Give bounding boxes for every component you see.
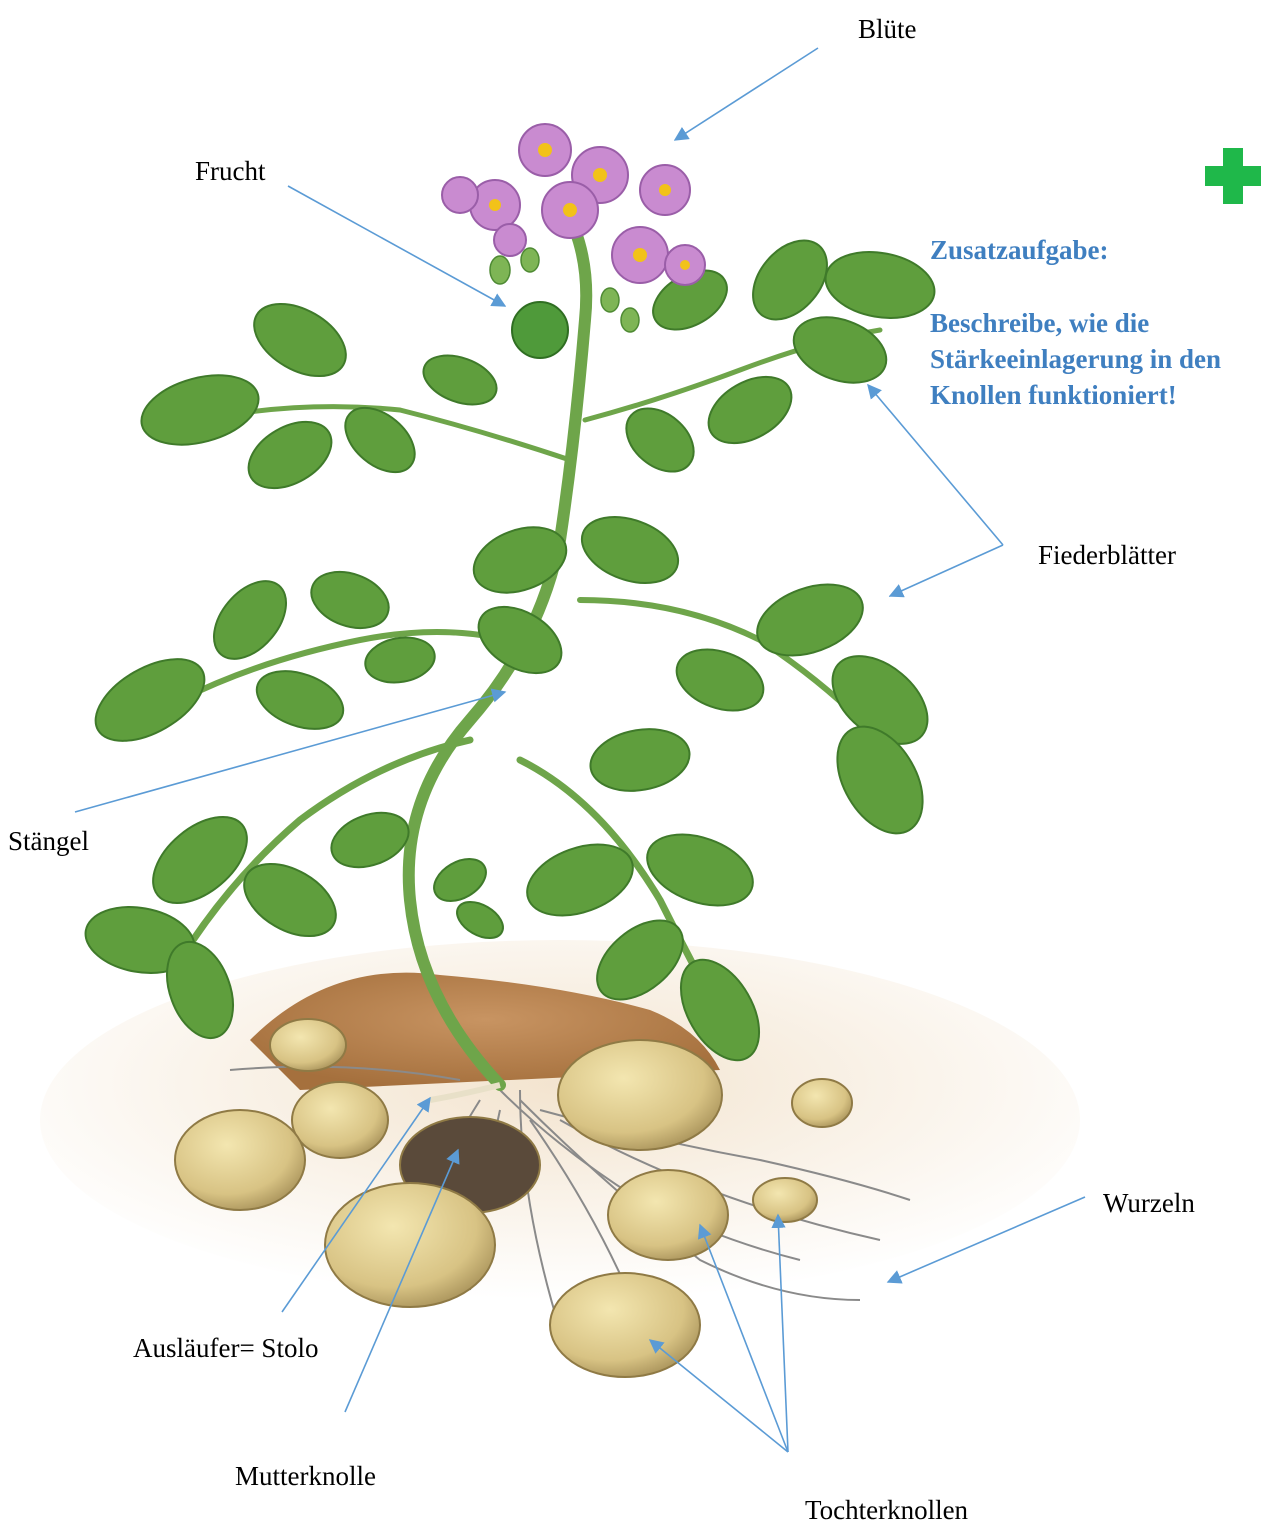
label-bluete: Blüte (858, 16, 917, 43)
task-line-3: Knollen funktioniert! (930, 377, 1177, 413)
label-fiederblaetter: Fiederblätter (1038, 542, 1176, 569)
label-frucht: Frucht (195, 158, 266, 185)
fruit-berry (512, 302, 568, 358)
label-staengel: Stängel (8, 828, 89, 855)
label-wurzeln: Wurzeln (1103, 1190, 1195, 1217)
arrow-bluete (675, 48, 818, 140)
arrow-fiederblaetter-2 (890, 545, 1003, 596)
task-line-2: Stärkeeinlagerung in den (930, 341, 1221, 377)
plus-cross-icon (1205, 148, 1261, 204)
task-heading: Zusatzaufgabe: (930, 232, 1109, 268)
arrow-tochter-1 (650, 1340, 788, 1452)
task-line-1: Beschreibe, wie die (930, 305, 1149, 341)
label-mutterknolle: Mutterknolle (235, 1463, 376, 1490)
label-auslaeufer: Ausläufer= Stolo (133, 1335, 318, 1362)
label-tochterknollen: Tochterknollen (805, 1497, 968, 1524)
